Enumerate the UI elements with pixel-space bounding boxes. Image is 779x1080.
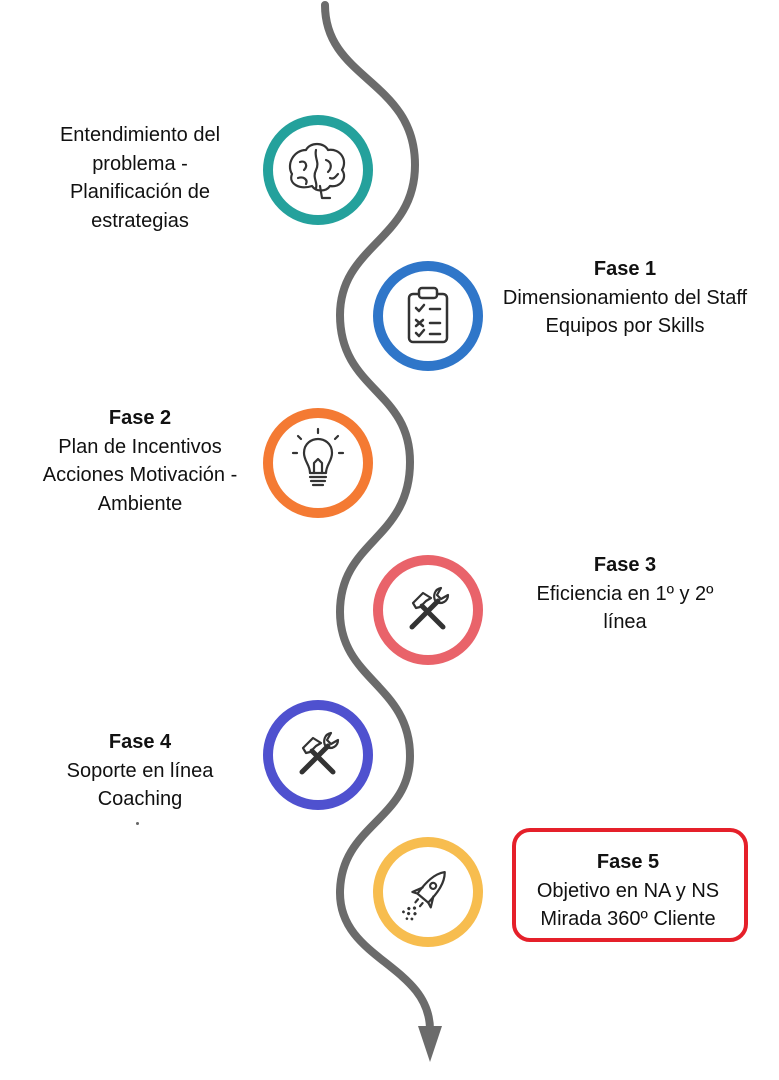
fase5-highlight-box xyxy=(512,828,748,942)
step-fase5-line-2: Mirada 360º Cliente xyxy=(540,908,716,930)
step-fase1-line-1: Dimensionamiento del Staff xyxy=(502,286,748,309)
clipboard-checklist-icon xyxy=(407,286,449,344)
circle-fase2 xyxy=(263,408,373,518)
step-fase2-text: Fase 2 Plan de Incentivos Acciones Motiv… xyxy=(20,404,260,518)
arrow-head xyxy=(418,1026,442,1062)
step-fase2-title: Fase 2 xyxy=(108,407,172,429)
step-intro-line-1: Entendimiento del xyxy=(59,124,221,146)
step-fase4-title: Fase 4 xyxy=(108,731,172,753)
lightbulb-icon xyxy=(291,427,345,487)
step-fase2-line-1: Plan de Incentivos xyxy=(58,435,222,458)
step-fase4-line-1: Soporte en línea xyxy=(66,759,214,782)
brain-icon xyxy=(288,142,346,200)
circle-intro xyxy=(263,115,373,225)
step-fase4-line-2: Coaching xyxy=(97,788,183,810)
step-fase5-text: Fase 5 Objetivo en NA y NS Mirada 360º C… xyxy=(515,848,741,934)
step-fase2-line-2: Acciones Motivación - xyxy=(42,464,238,486)
step-fase1-title: Fase 1 xyxy=(593,258,657,280)
circle-fase1 xyxy=(373,261,483,371)
step-fase3-title: Fase 3 xyxy=(593,554,657,576)
stray-dot xyxy=(136,822,139,825)
step-intro-text: Entendimiento del problema - Planificaci… xyxy=(20,121,260,235)
step-fase4-text: Fase 4 Soporte en línea Coaching xyxy=(20,728,260,814)
step-intro-line-2: problema - xyxy=(92,152,188,175)
step-fase1-line-2: Equipos por Skills xyxy=(545,315,705,337)
rocket-icon xyxy=(402,870,446,921)
step-fase5-title: Fase 5 xyxy=(596,851,660,873)
step-intro-line-4: estrategias xyxy=(91,209,189,232)
step-fase2-line-3: Ambiente xyxy=(97,492,183,515)
step-intro-line-3: Planificación de xyxy=(69,181,211,203)
step-fase3-line-2: línea xyxy=(603,611,647,633)
circle-fase5 xyxy=(373,837,483,947)
step-fase5-line-1: Objetivo en NA y NS xyxy=(536,879,720,902)
step-fase3-text: Fase 3 Eficiencia en 1º y 2º línea xyxy=(485,551,765,637)
step-fase1-text: Fase 1 Dimensionamiento del Staff Equipo… xyxy=(485,255,765,341)
timeline-path xyxy=(321,1,434,1034)
step-fase3-line-1: Eficiencia en 1º y 2º xyxy=(536,582,714,605)
